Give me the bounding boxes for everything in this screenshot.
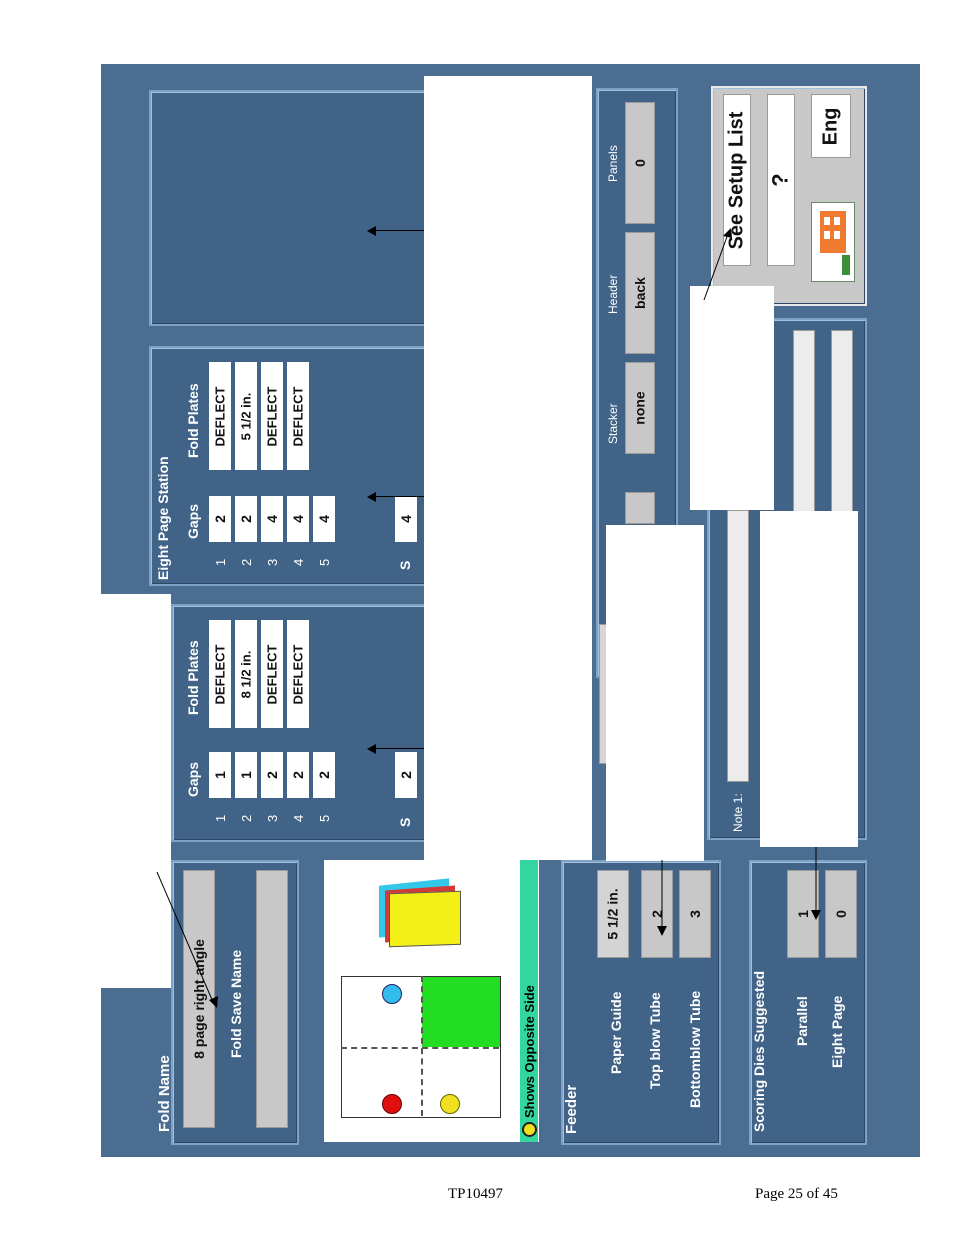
help-button[interactable]: ?	[767, 94, 795, 266]
station2-gap-field[interactable]: 2	[235, 496, 257, 542]
paper-guide-field[interactable]: 5 1/2 in.	[597, 870, 629, 958]
doc-id: TP10497	[448, 1186, 504, 1202]
yellow-dot	[440, 1094, 460, 1114]
red-dot	[382, 1094, 402, 1114]
redaction-1	[424, 76, 592, 860]
station1-plate-field[interactable]: DEFLECT	[209, 620, 231, 728]
top-blow-field[interactable]: 2	[641, 870, 673, 958]
station1-arrow	[369, 748, 425, 749]
home-icon[interactable]	[811, 202, 855, 282]
station1-plate-field[interactable]: DEFLECT	[261, 620, 283, 728]
fold-save-name-field[interactable]	[256, 870, 288, 1128]
station1-gap-field[interactable]: 1	[209, 752, 231, 798]
station2-s-field[interactable]: 4	[395, 496, 417, 542]
fold-diagram: Shows Opposite Side	[324, 860, 539, 1142]
station1-row-number: 4	[291, 814, 306, 822]
station1-plate-field[interactable]: 8 1/2 in.	[235, 620, 257, 728]
redaction-2	[101, 594, 171, 988]
station2-panel	[149, 346, 471, 586]
panels-field[interactable]: 0	[625, 102, 655, 224]
stacker-field[interactable]: none	[625, 362, 655, 454]
cyan-dot	[382, 984, 402, 1004]
station1-row-number: 5	[317, 814, 332, 822]
station2-gap-field[interactable]: 2	[209, 496, 231, 542]
station1-arrowhead	[367, 744, 376, 754]
station2-plate-field[interactable]: 5 1/2 in.	[235, 362, 257, 470]
delivery-extra-field[interactable]	[625, 492, 655, 524]
redaction-4	[690, 286, 774, 510]
station1-gap-field[interactable]: 2	[313, 752, 335, 798]
note1-field[interactable]	[727, 510, 749, 782]
language-button[interactable]: Eng	[811, 94, 851, 158]
station2-plate-field[interactable]: DEFLECT	[209, 362, 231, 470]
station1-row-number: 3	[265, 814, 280, 822]
station1-s-field[interactable]: 2	[395, 752, 417, 798]
station2-row-number: 2	[239, 558, 254, 566]
station2-gap-field[interactable]: 4	[287, 496, 309, 542]
opposite-side-radio[interactable]	[522, 1122, 537, 1137]
fold-name-field[interactable]: 8 page right angle	[183, 870, 215, 1128]
see-setup-list-button[interactable]: See Setup List	[723, 94, 751, 266]
station2-row-number: 3	[265, 558, 280, 566]
annotation-arrows	[156, 228, 821, 1008]
station2-arrow	[369, 496, 425, 497]
station2-row-number: 1	[213, 558, 228, 566]
station1-plate-field[interactable]: DEFLECT	[287, 620, 309, 728]
redaction-5	[760, 511, 858, 847]
opposite-side-bar	[520, 860, 538, 1142]
dash-v	[421, 976, 423, 1116]
station1-row-number: 1	[213, 814, 228, 822]
top-station-arrow	[369, 230, 425, 231]
eight-page-field[interactable]: 0	[825, 870, 857, 958]
station2-plate-field[interactable]: DEFLECT	[261, 362, 283, 470]
dash-h	[341, 1047, 499, 1049]
header-field[interactable]: back	[625, 232, 655, 354]
station1-gap-field[interactable]: 2	[261, 752, 283, 798]
station1-row-number: 2	[239, 814, 254, 822]
top-station-panel	[149, 90, 471, 326]
station2-row-number: 4	[291, 558, 306, 566]
redaction-3	[606, 525, 704, 861]
station2-gap-field[interactable]: 4	[313, 496, 335, 542]
station1-gap-field[interactable]: 1	[235, 752, 257, 798]
fold-setup-screen: Fold Name 8 page right angle Fold Save N…	[101, 64, 920, 1157]
station2-row-number: 5	[317, 558, 332, 566]
page-number: Page 25 of 45	[755, 1186, 838, 1202]
station1-gap-field[interactable]: 2	[287, 752, 309, 798]
station2-plate-field[interactable]: DEFLECT	[287, 362, 309, 470]
top-station-arrowhead	[367, 226, 376, 236]
green-panel	[422, 977, 500, 1047]
bottom-blow-field[interactable]: 3	[679, 870, 711, 958]
station2-gap-field[interactable]: 4	[261, 496, 283, 542]
station2-arrowhead	[367, 492, 376, 502]
